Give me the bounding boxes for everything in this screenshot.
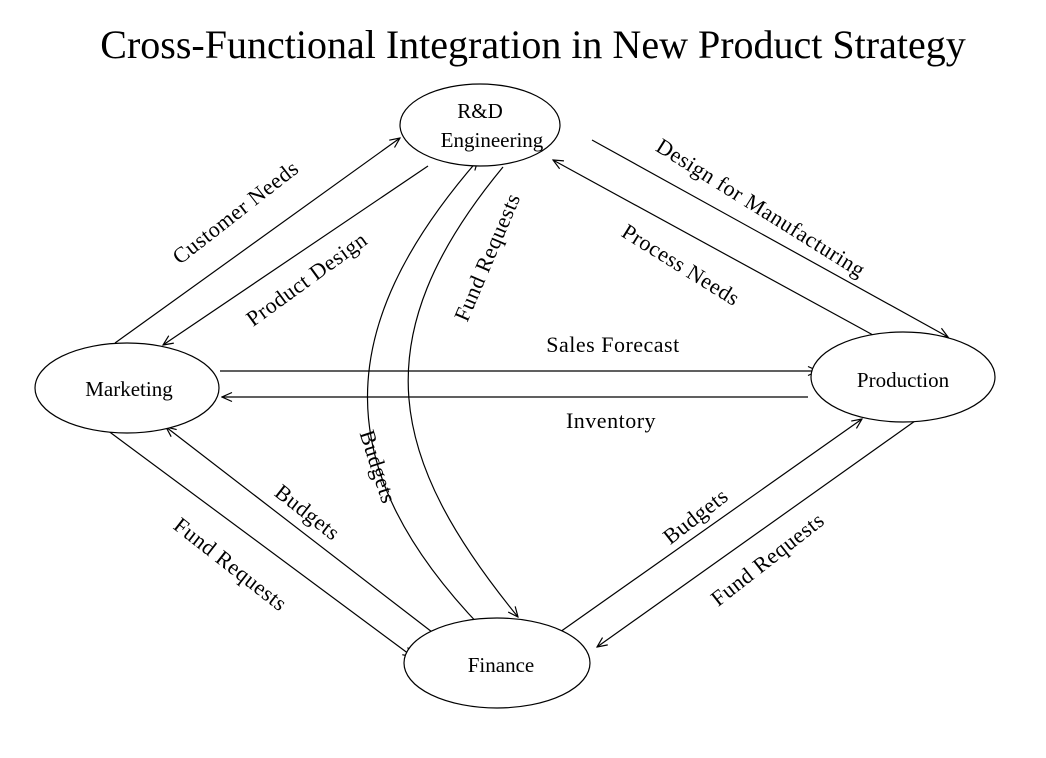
flow-labels: Customer Needs Product Design Fund Reque… bbox=[167, 133, 870, 616]
label-process-needs: Process Needs bbox=[617, 218, 744, 310]
edge-customer-needs bbox=[114, 138, 400, 344]
label-budgets-production: Budgets bbox=[658, 483, 733, 549]
production-label: Production bbox=[857, 368, 950, 392]
edge-fund-requests-production bbox=[597, 420, 916, 647]
edge-process-needs bbox=[553, 160, 874, 336]
node-rd-engineering: R&D Engineering bbox=[399, 83, 561, 167]
node-finance: Finance bbox=[403, 617, 591, 709]
edge-budgets-production bbox=[559, 419, 862, 633]
label-sales-forecast: Sales Forecast bbox=[546, 332, 679, 357]
marketing-label: Marketing bbox=[85, 377, 173, 401]
label-fund-requests-production: Fund Requests bbox=[706, 507, 829, 611]
edge-product-design bbox=[163, 165, 429, 345]
label-fund-requests-marketing: Fund Requests bbox=[169, 512, 292, 616]
diagram-title: Cross-Functional Integration in New Prod… bbox=[100, 22, 965, 67]
rd-engineering-label-line2: Engineering bbox=[441, 128, 544, 152]
edge-fund-requests-rd bbox=[407, 166, 518, 617]
finance-ellipse bbox=[403, 617, 591, 709]
rd-engineering-ellipse bbox=[399, 83, 561, 167]
finance-label: Finance bbox=[468, 653, 534, 677]
label-budgets-rd: Budgets bbox=[355, 427, 402, 507]
label-inventory: Inventory bbox=[566, 408, 656, 433]
edges bbox=[106, 138, 948, 657]
production-ellipse bbox=[810, 331, 996, 423]
label-customer-needs: Customer Needs bbox=[167, 155, 303, 269]
node-production: Production bbox=[810, 331, 996, 423]
label-budgets-marketing: Budgets bbox=[270, 479, 345, 545]
edge-fund-requests-marketing bbox=[106, 429, 413, 657]
marketing-ellipse bbox=[34, 342, 220, 434]
node-marketing: Marketing bbox=[34, 342, 220, 434]
rd-engineering-label-line1: R&D bbox=[457, 99, 503, 123]
edge-budgets-marketing bbox=[166, 427, 433, 633]
edge-budgets-rd bbox=[367, 160, 483, 629]
label-fund-requests-rd: Fund Requests bbox=[449, 189, 525, 325]
edge-design-for-manufacturing bbox=[591, 139, 948, 337]
